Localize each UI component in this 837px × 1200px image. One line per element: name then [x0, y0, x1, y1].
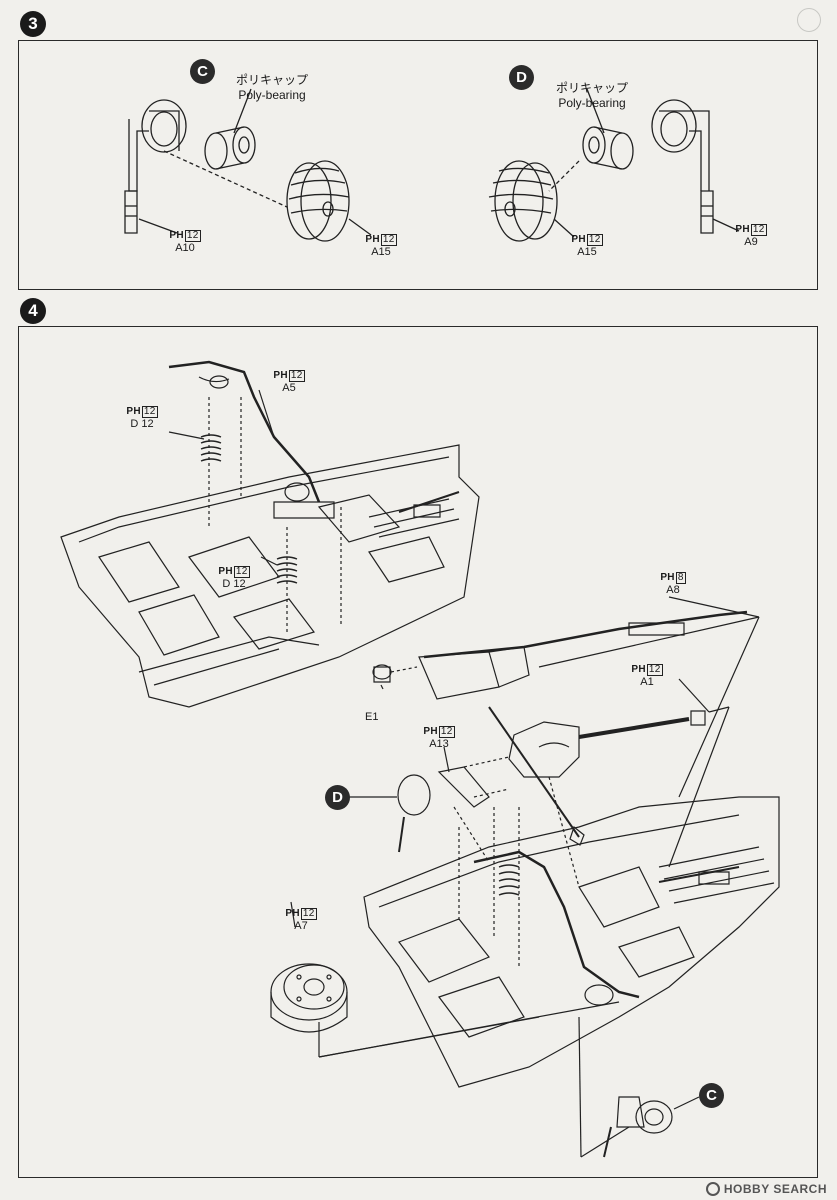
- plate-size: 12: [586, 234, 603, 246]
- part-number: A10: [175, 242, 195, 254]
- note-en: Poly-bearing: [558, 96, 626, 110]
- plate-letter: PH: [423, 726, 438, 737]
- plate-size: 12: [438, 726, 455, 738]
- part-number: D 12: [222, 578, 246, 590]
- page-corner-mark: [797, 8, 821, 32]
- subassembly-d-letter: D: [332, 789, 343, 806]
- watermark-text: HOBBY SEARCH: [723, 1182, 827, 1196]
- plate-size: 12: [300, 908, 317, 920]
- watermark: HOBBY SEARCH: [705, 1182, 827, 1196]
- plate-size: 12: [288, 370, 305, 382]
- part-number: A15: [577, 246, 597, 258]
- plate-letter: PH: [631, 664, 646, 675]
- part-number: A1: [640, 676, 654, 688]
- subassembly-d-badge: D: [509, 65, 534, 90]
- plate-letter: PH: [660, 572, 675, 583]
- plate-letter: PH: [273, 370, 288, 381]
- plate-size: 8: [675, 572, 686, 584]
- part-number: A9: [744, 236, 758, 248]
- plate-letter: PH: [285, 908, 300, 919]
- plate-size: 12: [750, 224, 767, 236]
- plate-size: 12: [184, 230, 201, 242]
- subassembly-c-letter: C: [706, 1087, 717, 1104]
- step-3-badge: 3: [20, 11, 46, 37]
- plate-size: 12: [141, 406, 158, 418]
- poly-bearing-note-c: ポリキャップ Poly-bearing: [217, 73, 327, 103]
- step-4-drawing: [19, 327, 819, 1179]
- poly-bearing-note-d: ポリキャップ Poly-bearing: [537, 81, 647, 111]
- part-number: D 12: [130, 418, 154, 430]
- plate-letter: PH: [571, 234, 586, 245]
- part-number: A8: [666, 584, 680, 596]
- step-4-number: 4: [28, 301, 38, 320]
- part-number: A13: [429, 738, 449, 750]
- note-jp: ポリキャップ: [555, 81, 628, 95]
- plate-letter: PH: [169, 230, 184, 241]
- plate-letter: PH: [365, 234, 380, 245]
- step-3-drawing: [19, 41, 819, 291]
- hobby-search-logo-icon: [705, 1182, 720, 1196]
- subassembly-c-badge: C: [190, 59, 215, 84]
- plate-size: 12: [233, 566, 250, 578]
- part-number: A7: [294, 920, 308, 932]
- subassembly-c-badge-step4: C: [699, 1083, 724, 1108]
- part-number: A15: [371, 246, 391, 258]
- step-4-badge: 4: [20, 298, 46, 324]
- subassembly-c-letter: C: [197, 63, 208, 80]
- plate-letter: PH: [218, 566, 233, 577]
- callout-e1: E1: [365, 711, 378, 723]
- part-number: A5: [282, 382, 296, 394]
- plate-size: 12: [646, 664, 663, 676]
- plate-letter: PH: [735, 224, 750, 235]
- subassembly-d-badge-step4: D: [325, 785, 350, 810]
- subassembly-d-letter: D: [516, 69, 527, 86]
- note-en: Poly-bearing: [238, 88, 306, 102]
- part-number: E1: [365, 711, 379, 723]
- note-jp: ポリキャップ: [235, 73, 308, 87]
- plate-size: 12: [380, 234, 397, 246]
- step-3-number: 3: [28, 14, 38, 33]
- plate-letter: PH: [126, 406, 141, 417]
